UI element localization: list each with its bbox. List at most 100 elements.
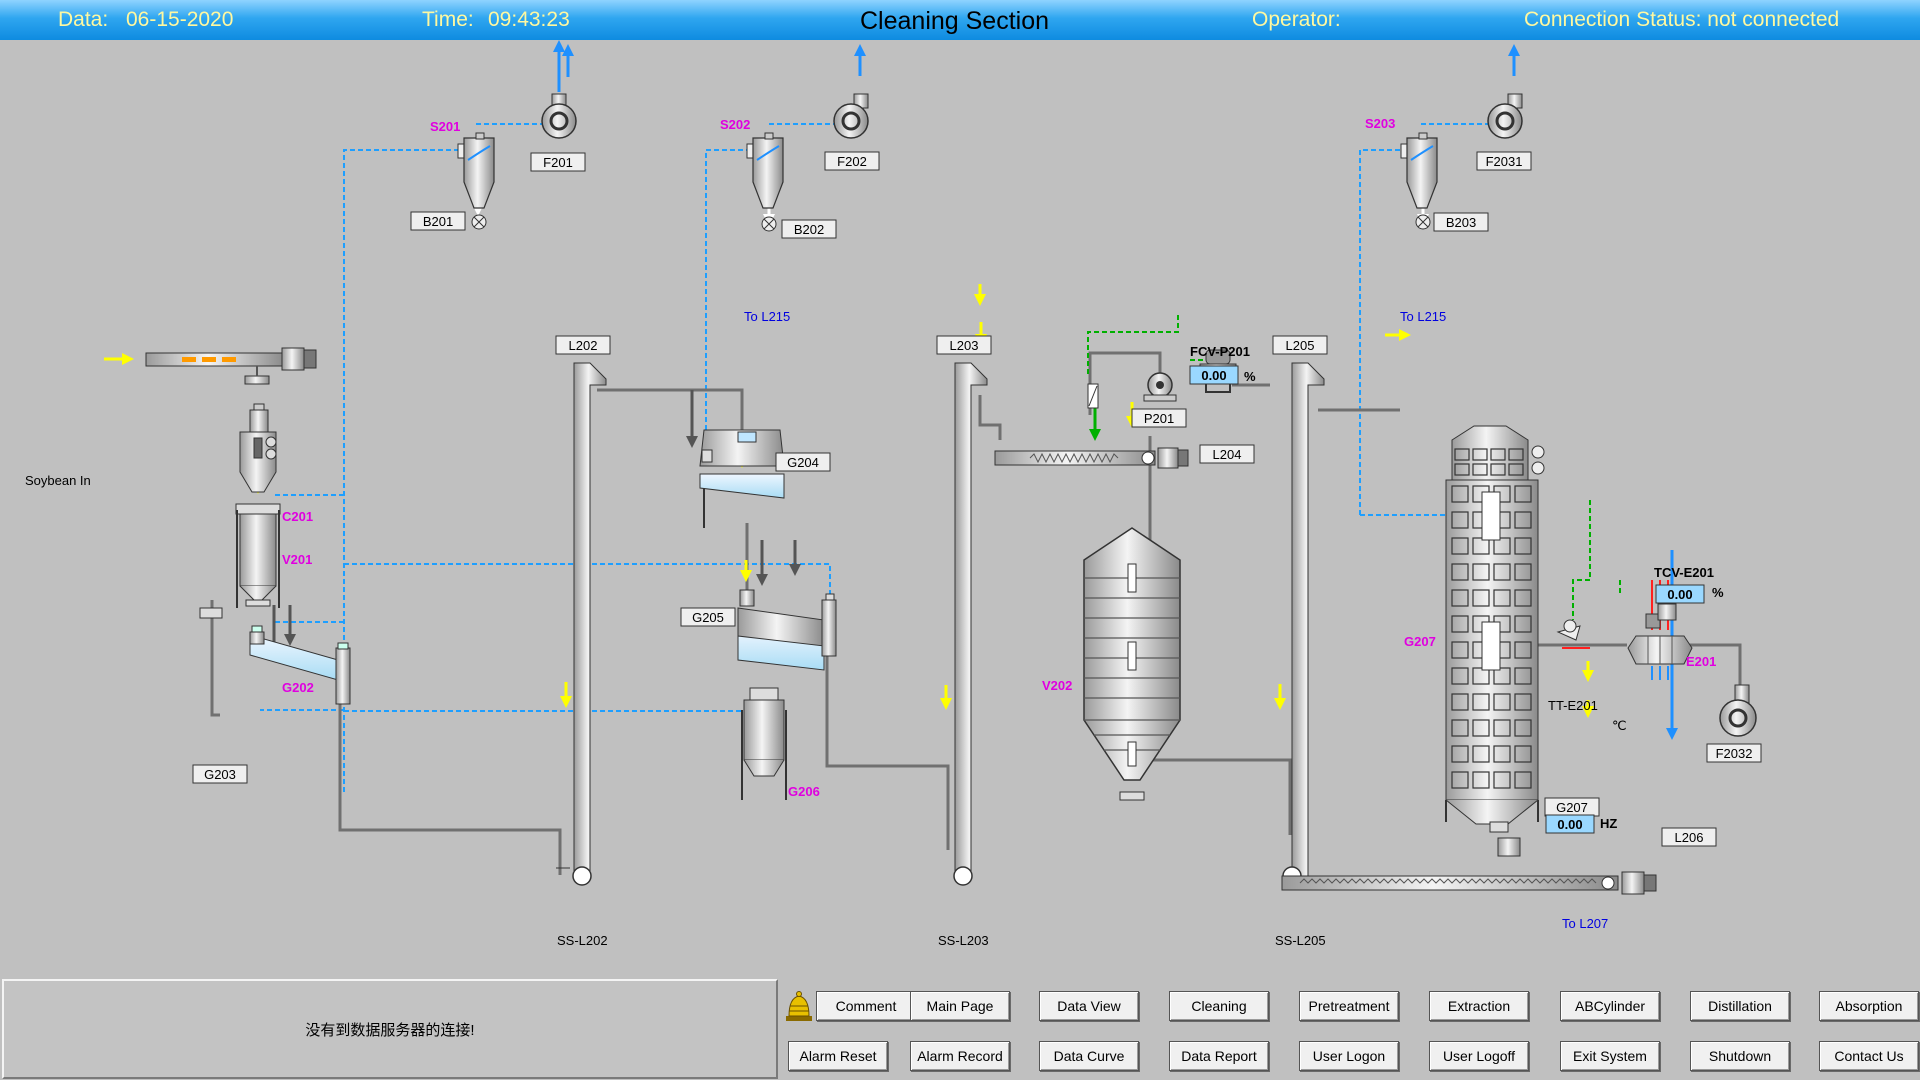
label-tcv-e201: TCV-E201: [1654, 565, 1714, 580]
svg-text:L205: L205: [1286, 338, 1315, 353]
hopper-c201[interactable]: [249, 403, 269, 433]
fcv-unit: %: [1244, 369, 1256, 384]
elevator-l202[interactable]: [556, 362, 607, 886]
label-ss-l205: SS-L205: [1275, 933, 1326, 948]
svg-text:L206: L206: [1675, 830, 1704, 845]
nav-button-main-page[interactable]: Main Page: [910, 991, 1010, 1021]
elevator-l203[interactable]: [953, 362, 988, 886]
label-s201: S201: [430, 119, 460, 134]
label-e201: E201: [1686, 654, 1716, 669]
label-fcv-p201: FCV-P201: [1190, 344, 1250, 359]
nav-button-extraction[interactable]: Extraction: [1429, 991, 1529, 1021]
date-label: Data:: [58, 8, 109, 31]
tag-f2031: F2031: [1476, 151, 1532, 171]
nav-button-shutdown[interactable]: Shutdown: [1690, 1041, 1790, 1071]
alarm-bell-icon[interactable]: [784, 990, 814, 1022]
svg-text:G205: G205: [692, 610, 724, 625]
silo-v202[interactable]: [1083, 527, 1181, 801]
operator-label: Operator:: [1252, 8, 1341, 31]
nav-button-pretreatment[interactable]: Pretreatment: [1299, 991, 1399, 1021]
fan-f201[interactable]: [541, 40, 577, 139]
tag-b202: B202: [781, 219, 837, 239]
nav-button-alarm-reset[interactable]: Alarm Reset: [788, 1041, 888, 1071]
title-bar: Data: 06-15-2020 Time: 09:43:23 Cleaning…: [0, 0, 1920, 40]
svg-text:G207: G207: [1556, 800, 1588, 815]
process-pipes: [210, 351, 1742, 875]
tcv-unit: %: [1712, 585, 1724, 600]
tank-g206[interactable]: [741, 687, 787, 800]
tag-l202: L202: [555, 335, 611, 355]
label-v202: V202: [1042, 678, 1072, 693]
svg-text:F202: F202: [837, 154, 867, 169]
tag-b203: B203: [1433, 212, 1489, 232]
separator-g202[interactable]: [199, 503, 281, 619]
label-g206: G206: [788, 784, 820, 799]
tcv-value-display: 0.00: [1655, 584, 1705, 604]
fan-f202[interactable]: [833, 93, 869, 139]
svg-text:F201: F201: [543, 155, 573, 170]
nav-button-abcylinder[interactable]: ABCylinder: [1560, 991, 1660, 1021]
nav-button-exit-system[interactable]: Exit System: [1560, 1041, 1660, 1071]
label-tt-e201: TT-E201: [1548, 698, 1598, 713]
nav-button-data-report[interactable]: Data Report: [1169, 1041, 1269, 1071]
svg-text:L204: L204: [1213, 447, 1242, 462]
nav-button-distillation[interactable]: Distillation: [1690, 991, 1790, 1021]
tag-f201: F201: [530, 152, 586, 172]
tag-l203: L203: [936, 335, 992, 355]
fan-f2031[interactable]: [1487, 93, 1523, 139]
nav-button-data-curve[interactable]: Data Curve: [1039, 1041, 1139, 1071]
temperature-unit: ℃: [1612, 718, 1627, 733]
label-s202: S202: [720, 117, 750, 132]
svg-text:F2032: F2032: [1716, 746, 1753, 761]
nav-button-user-logon[interactable]: User Logon: [1299, 1041, 1399, 1071]
label-s203: S203: [1365, 116, 1395, 131]
hz-value-display: 0.00: [1545, 814, 1595, 834]
screener-g205[interactable]: [737, 589, 837, 671]
svg-text:L203: L203: [950, 338, 979, 353]
nav-button-alarm-record[interactable]: Alarm Record: [910, 1041, 1010, 1071]
heat-exchanger-e201[interactable]: [1627, 580, 1693, 680]
svg-text:B201: B201: [423, 214, 453, 229]
time-label: Time:: [422, 8, 474, 31]
screw-conveyor-l206[interactable]: [1281, 871, 1657, 895]
process-diagram: F201 F202 F2031 F2032 B201 B202 B203 L20…: [25, 40, 1762, 948]
nav-button-data-view[interactable]: Data View: [1039, 991, 1139, 1021]
nav-button-user-logoff[interactable]: User Logoff: [1429, 1041, 1529, 1071]
tag-l204: L204: [1199, 444, 1255, 464]
nav-button-cleaning[interactable]: Cleaning: [1169, 991, 1269, 1021]
tag-p201: P201: [1131, 408, 1187, 428]
svg-text:P201: P201: [1144, 411, 1174, 426]
tag-g207: G207: [1544, 797, 1600, 817]
svg-text:G204: G204: [787, 455, 819, 470]
svg-text:B202: B202: [794, 222, 824, 237]
screener-g203[interactable]: [249, 625, 351, 705]
tag-g203: G203: [192, 764, 248, 784]
fan-f2032[interactable]: [1719, 684, 1757, 737]
nav-button-absorption[interactable]: Absorption: [1819, 991, 1919, 1021]
label-soybean-in: Soybean In: [25, 473, 91, 488]
inlet-conveyor[interactable]: [145, 347, 317, 385]
tag-g204: G204: [775, 452, 831, 472]
temperature-transmitter-tt-e201[interactable]: [1556, 619, 1590, 649]
svg-text:B203: B203: [1446, 215, 1476, 230]
control-signals: [1087, 315, 1621, 620]
cyclone-s201[interactable]: [457, 132, 495, 230]
dryer-tower-g207[interactable]: [1445, 425, 1545, 857]
nav-button-contact-us[interactable]: Contact Us: [1819, 1041, 1919, 1071]
label-ss-l203: SS-L203: [938, 933, 989, 948]
cyclone-s203[interactable]: [1400, 132, 1438, 230]
flow-meter[interactable]: [1087, 383, 1099, 409]
magnetic-separator-v201[interactable]: [239, 431, 277, 493]
nav-button-comment[interactable]: Comment: [816, 991, 916, 1021]
fcv-value-display: 0.00: [1189, 365, 1239, 385]
pump-p201[interactable]: [1143, 372, 1177, 402]
destination-to-l215-b: To L215: [1400, 309, 1446, 324]
tag-f2032: F2032: [1706, 743, 1762, 763]
screw-conveyor-l204[interactable]: [994, 447, 1189, 469]
status-message-box: 没有到数据服务器的连接!: [2, 979, 778, 1079]
connection-status: Connection Status: not connected: [1524, 8, 1840, 31]
sifter-g204[interactable]: [699, 429, 785, 528]
svg-text:G203: G203: [204, 767, 236, 782]
cyclone-s202[interactable]: [746, 132, 784, 232]
tag-b201: B201: [410, 211, 466, 231]
